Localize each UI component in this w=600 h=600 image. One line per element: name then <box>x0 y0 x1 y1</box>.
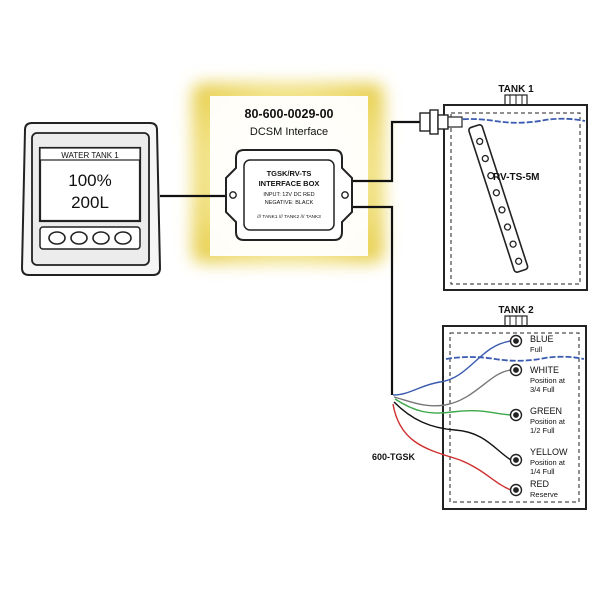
tank1-bulkhead-fitting <box>419 109 463 135</box>
sensor-green-desc2: 1/2 Full <box>530 426 555 435</box>
display-button-2[interactable] <box>70 231 88 245</box>
tank1: TANK 1 RV- <box>419 84 588 291</box>
wire-white <box>393 369 512 407</box>
interface-box-line1: TGSK/RV-TS <box>267 169 312 178</box>
tgsk-wires <box>392 340 512 491</box>
sensor-green <box>509 408 523 422</box>
wire-red <box>392 403 512 491</box>
interface-box-line5: /// TANK1 /// TANK2 /// TANK3 <box>257 214 321 220</box>
sensor-white-color: WHITE <box>530 365 559 375</box>
wire-interface-to-tank1 <box>352 120 420 183</box>
tank2-water-line <box>445 355 585 362</box>
display-title: WATER TANK 1 <box>61 151 119 160</box>
sensor-blue-desc1: Full <box>530 345 542 354</box>
display-button-3[interactable] <box>92 231 110 245</box>
black-wires <box>160 120 420 395</box>
sensor-red-color: RED <box>530 479 550 489</box>
sensor-white-desc2: 3/4 Full <box>530 385 555 394</box>
display-unit: WATER TANK 1 100% 200L <box>20 122 162 276</box>
sensor-yellow <box>509 453 523 467</box>
interface-name: DCSM Interface <box>250 126 328 138</box>
tank1-label: TANK 1 <box>498 84 534 95</box>
sensor-blue <box>509 334 523 348</box>
tank1-sensor-strip <box>468 124 529 273</box>
sensor-green-desc1: Position at <box>530 417 566 426</box>
sensor-blue-color: BLUE <box>530 334 554 344</box>
wire-blue <box>392 340 512 396</box>
tgsk-kit-label: 600-TGSK <box>372 452 416 462</box>
display-button-1[interactable] <box>48 231 66 245</box>
tank2: TANK 2 BLUE Full WHITE Position at 3 <box>392 305 587 510</box>
interface-part-number: 80-600-0029-00 <box>245 107 334 121</box>
wire-interface-to-tank2 <box>352 205 394 395</box>
interface-box-line2: INTERFACE BOX <box>259 179 320 188</box>
display-volume: 200L <box>71 193 109 212</box>
sensor-red-desc1: Reserve <box>530 490 558 499</box>
wire-black <box>393 401 512 461</box>
sensor-green-color: GREEN <box>530 406 562 416</box>
display-button-4[interactable] <box>114 231 132 245</box>
display-percent: 100% <box>68 171 111 190</box>
interface-screw-right <box>341 191 349 199</box>
sensor-yellow-color: YELLOW <box>530 447 568 457</box>
interface-box-line4: NEGATIVE: BLACK <box>265 200 314 206</box>
sensor-yellow-desc1: Position at <box>530 458 566 467</box>
tank2-sensors <box>509 334 523 497</box>
sensor-white <box>509 363 523 377</box>
tank1-sensor-label: RV-TS-5M <box>493 172 540 183</box>
interface-screw-left <box>229 191 237 199</box>
sensor-red <box>509 483 523 497</box>
interface-box: TGSK/RV-TS INTERFACE BOX INPUT: 12V DC R… <box>225 149 353 241</box>
sensor-white-desc1: Position at <box>530 376 566 385</box>
tank2-label: TANK 2 <box>498 305 534 316</box>
tank1-water-line <box>446 117 586 124</box>
wire-green <box>394 398 512 416</box>
sensor-yellow-desc2: 1/4 Full <box>530 467 555 476</box>
interface-box-line3: INPUT: 12V DC RED <box>263 192 314 198</box>
